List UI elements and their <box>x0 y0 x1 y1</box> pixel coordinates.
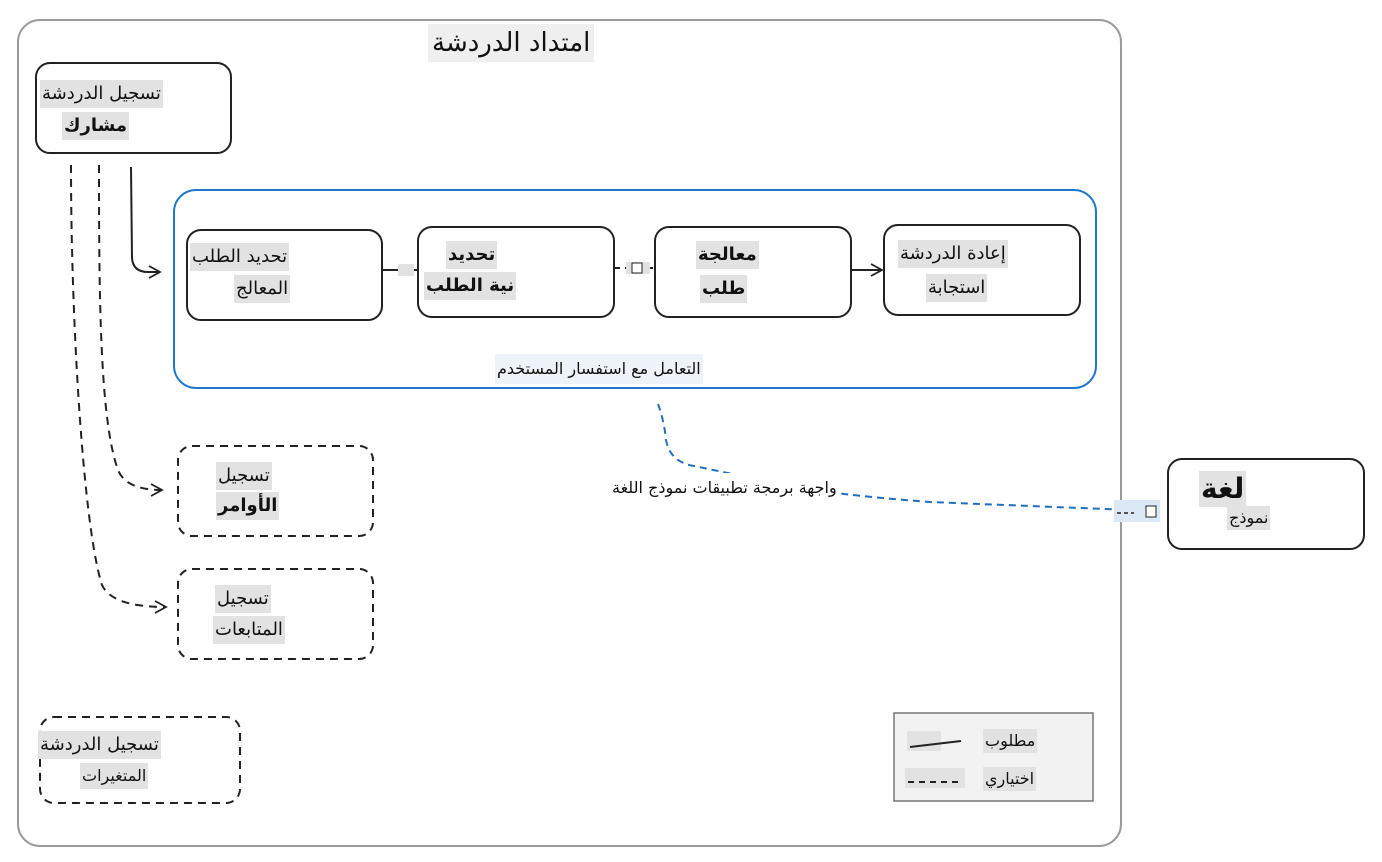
node-register-followups-box <box>177 568 374 660</box>
node-identify-handler-line1: تحديد الطلب <box>190 243 290 271</box>
legend-optional-label: اختياري <box>983 767 1037 791</box>
edge-token-handler <box>398 264 414 276</box>
node-return-response-line2: استجابة <box>926 274 988 302</box>
node-register-followups-line2: المتابعات <box>213 616 285 644</box>
node-register-followups-line1: تسجيل <box>215 585 271 613</box>
edge-participant-to-followups <box>70 164 168 614</box>
legend-required-swatch-bg <box>907 731 941 751</box>
node-register-commands-line2: الأوامر <box>216 492 280 520</box>
node-process-request-line2: طلب <box>700 275 748 303</box>
diagram-title: امتداد الدردشة <box>428 24 595 62</box>
outer-container <box>17 19 1122 847</box>
edge-api-to-language-model <box>657 403 1131 511</box>
node-identify-intent-line1: تحديد <box>446 241 498 269</box>
node-chat-register-variables-line2: المتغيرات <box>80 763 149 789</box>
node-chat-register-participant-line1: تسجيل الدردشة <box>40 80 163 108</box>
edge-participant-to-commands <box>98 164 164 497</box>
node-identify-intent-line2: نية الطلب <box>424 272 517 300</box>
node-register-commands-box <box>177 445 374 537</box>
edge-token-intent-square <box>631 262 643 274</box>
legend-required-line <box>909 740 962 748</box>
node-process-request-line1: معالجة <box>696 241 759 269</box>
node-chat-register-participant-line2: مشارك <box>62 112 130 140</box>
legend-required-label: مطلوب <box>983 729 1038 753</box>
group-container <box>173 189 1097 389</box>
node-language-model-line2: نموذج <box>1227 506 1271 530</box>
legend-optional-swatch-bg <box>905 768 965 788</box>
node-language-model-line1: لغة <box>1199 471 1247 507</box>
node-chat-register-variables-line1: تسجيل الدردشة <box>38 731 161 759</box>
node-language-model-box <box>1167 458 1365 550</box>
group-label: التعامل مع استفسار المستخدم <box>495 354 703 384</box>
node-register-commands-line1: تسجيل <box>216 462 272 490</box>
edge-token-api-square <box>1145 505 1157 518</box>
node-chat-register-variables-box <box>39 716 241 804</box>
node-identify-handler-line2: المعالج <box>234 275 291 303</box>
edge-participant-to-handler <box>130 166 162 279</box>
edge-api-label: واجهة برمجة تطبيقات نموذج اللغة <box>610 473 839 503</box>
node-return-response-line1: إعادة الدردشة <box>898 240 1008 268</box>
